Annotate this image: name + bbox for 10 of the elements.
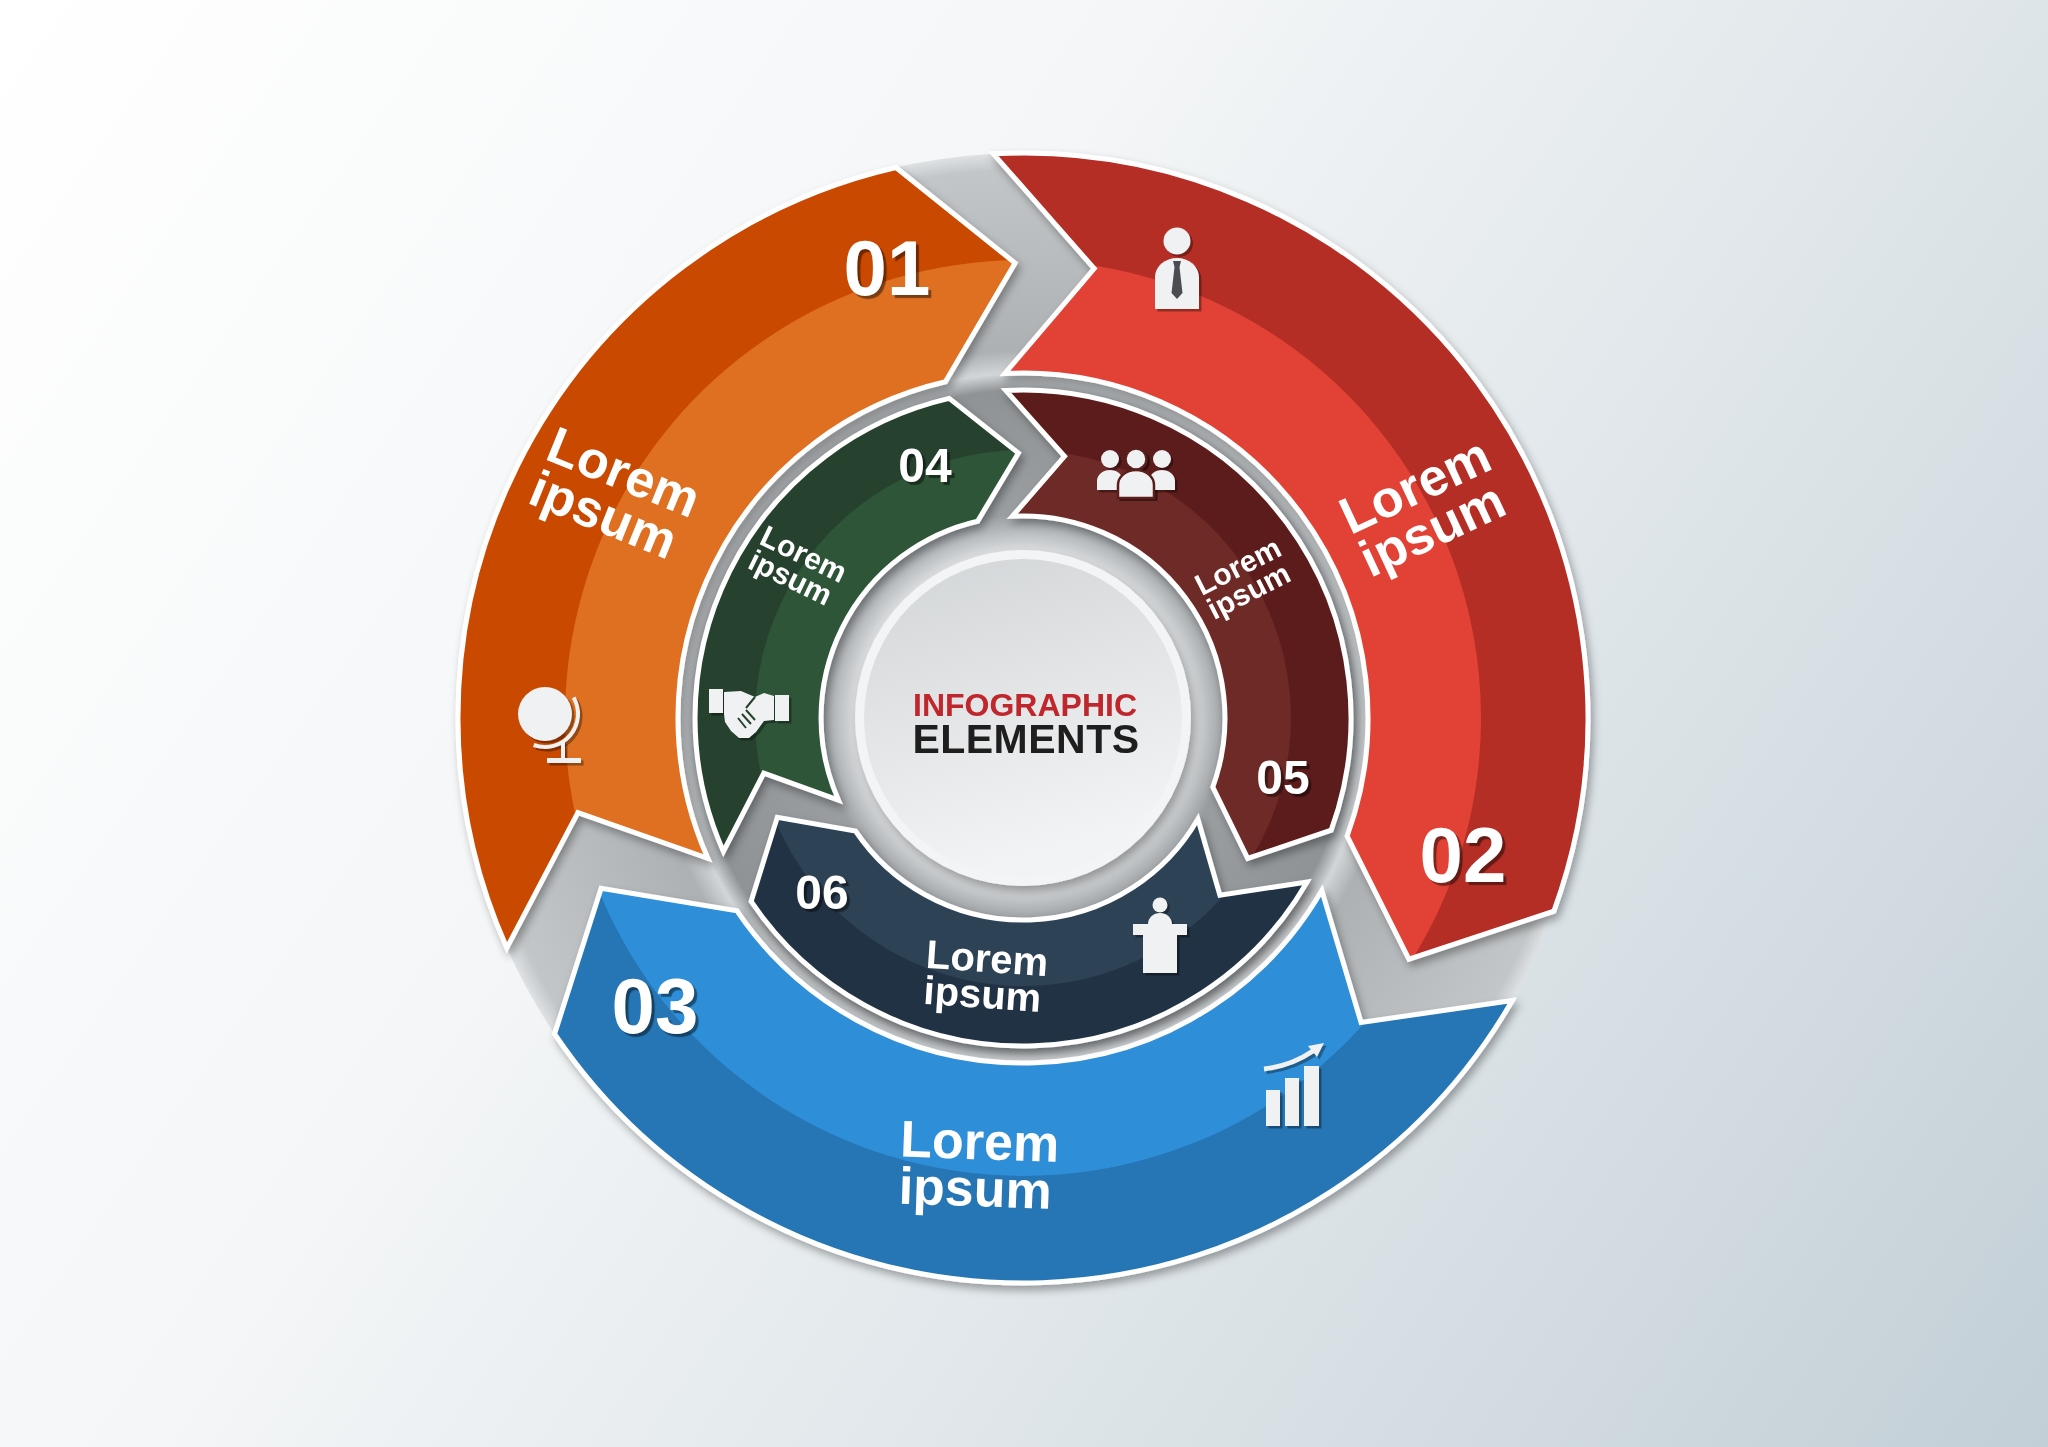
step-number: 02 — [1419, 816, 1507, 894]
title-text: INFOGRAPHIC — [913, 689, 1137, 721]
title-text: ELEMENTS — [912, 718, 1140, 760]
step-label: Lorem ipsum — [897, 1115, 1061, 1215]
step-label: Lorem ipsum — [922, 935, 1050, 1017]
step-number: 03 — [611, 967, 699, 1045]
step-number: 05 — [1256, 754, 1310, 802]
step-number: 06 — [795, 869, 849, 917]
step-number: 01 — [843, 229, 931, 307]
step-number: 04 — [898, 442, 952, 490]
